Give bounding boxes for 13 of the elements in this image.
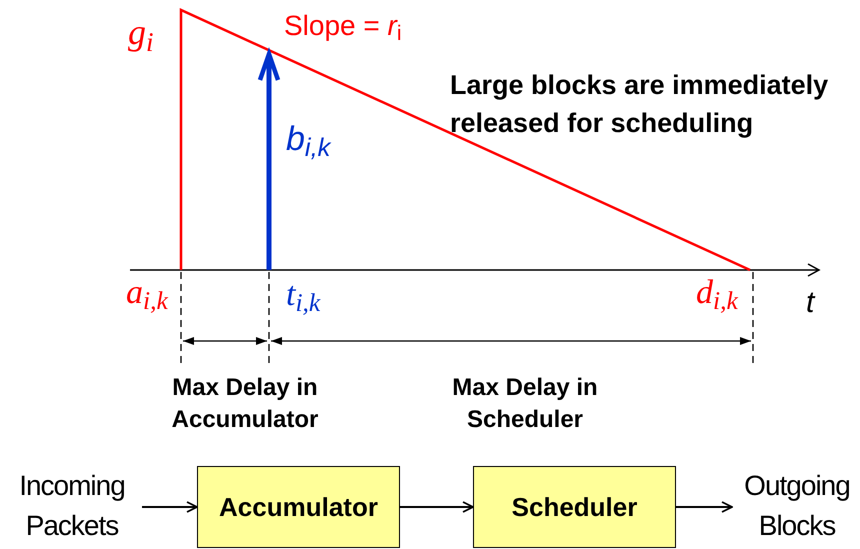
delay-label: Max Delay in Accumulator <box>170 373 320 435</box>
arrow <box>676 501 733 513</box>
io-label: Outgoing Blocks <box>734 463 860 549</box>
io-label: Incoming Packets <box>4 463 140 549</box>
delay-label: Max Delay in Scheduler <box>451 373 599 435</box>
height-label: g$_{i}$ <box>128 14 155 50</box>
axis-label: t <box>806 288 816 318</box>
slope-label: Slope = r$_{i}$ <box>284 12 403 40</box>
annotation-text: Large blocks are immediately released for scheduling <box>450 69 830 140</box>
arrow <box>142 501 198 513</box>
process-box: Accumulator <box>197 466 400 548</box>
process-box: Scheduler <box>473 466 676 548</box>
arrow <box>400 501 474 513</box>
